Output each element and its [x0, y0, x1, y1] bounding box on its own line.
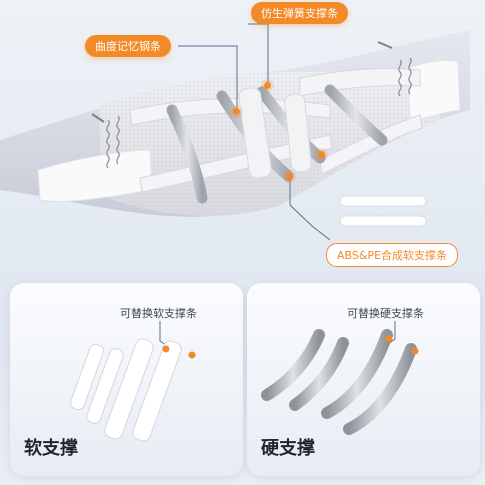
callout-spring-stays: 仿生弹簧支撑条 [251, 2, 348, 24]
steel-marker-dot [233, 108, 240, 115]
hard-stays-illustration [261, 321, 419, 435]
abs-marker-dot [286, 173, 293, 180]
belt-section: 仿生弹簧支撑条 曲度记忆钢条 ABS&PE合成软支撑条 [0, 2, 470, 267]
spring-marker-dot [264, 82, 271, 89]
abs-marker-dot-2 [318, 151, 325, 158]
soft-panel-subtitle: 可替换软支撑条 [120, 307, 197, 320]
waist-belt-illustration [0, 23, 470, 241]
callout-abs-pe: ABS&PE合成软支撑条 [326, 243, 459, 267]
soft-stays-illustration [69, 321, 196, 442]
hard-support-title: 硬支撑 [261, 438, 315, 459]
callout-memory-steel: 曲度记忆钢条 [85, 35, 171, 57]
hard-support-panel: 可替换硬支撑条 硬支撑 [247, 283, 480, 476]
soft-support-title: 软支撑 [24, 438, 78, 459]
hard-panel-subtitle: 可替换硬支撑条 [347, 307, 424, 320]
soft-support-panel: 可替换软支撑条 软支撑 [10, 283, 243, 476]
